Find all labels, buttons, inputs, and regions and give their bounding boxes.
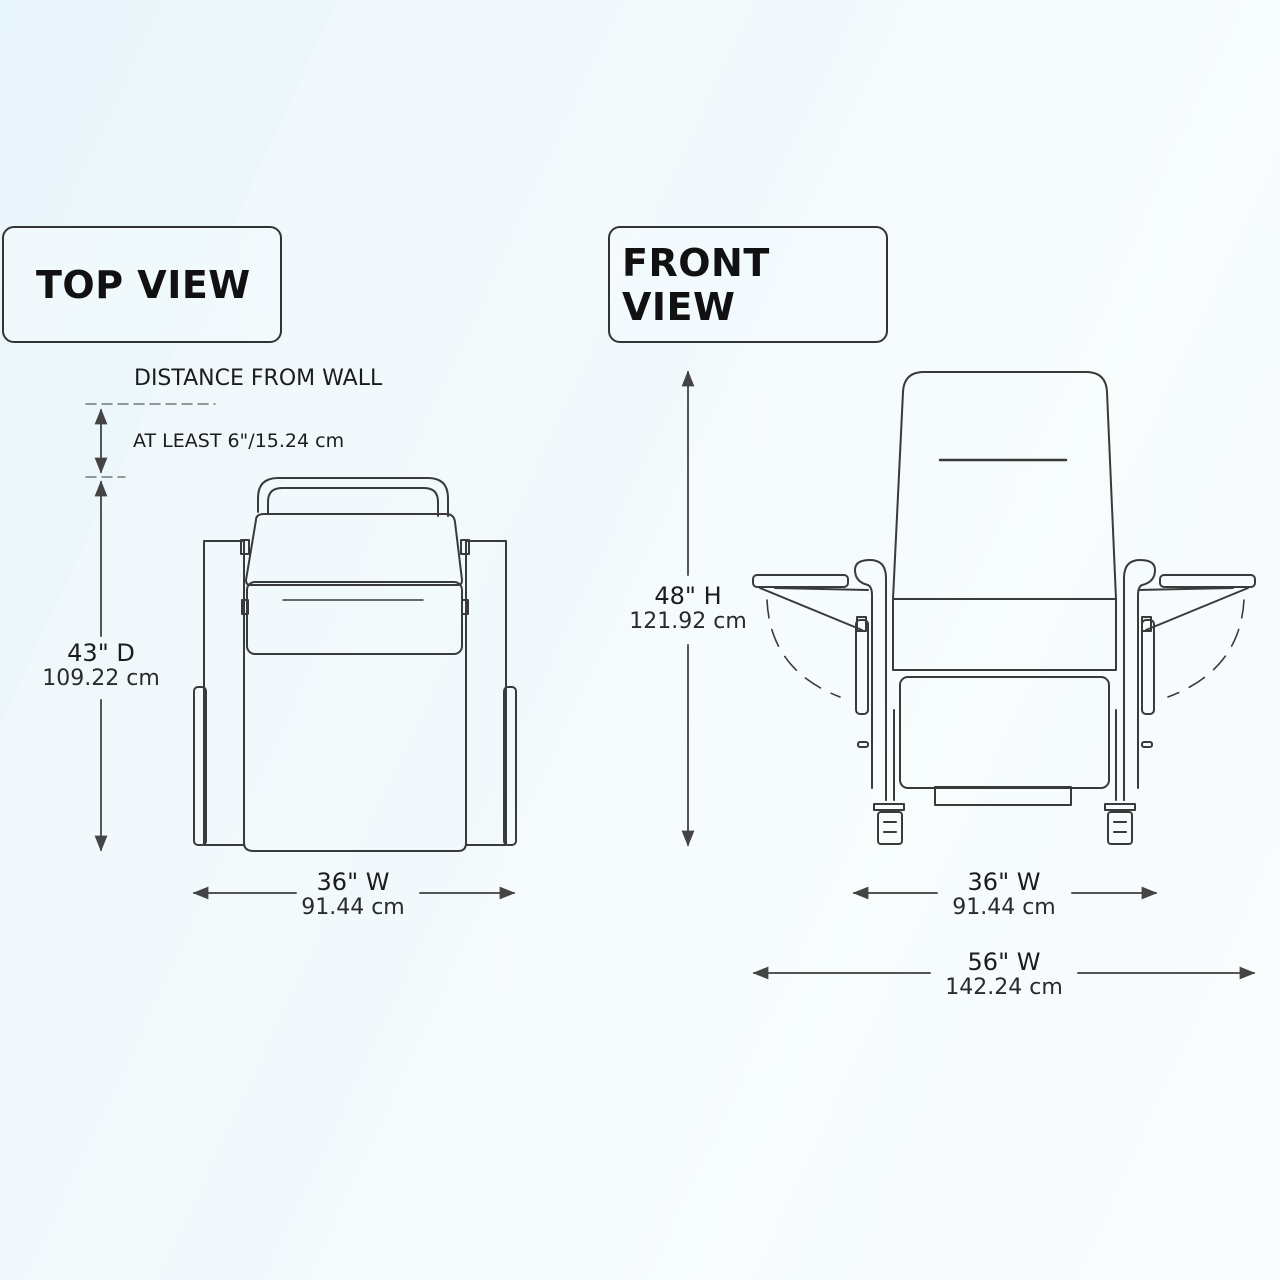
- top-view-chair-outline: [193, 477, 517, 852]
- front-view-chair-outline: [752, 371, 1256, 845]
- front-width-imperial: 36" W: [967, 868, 1041, 896]
- top-width-imperial: 36" W: [316, 868, 390, 896]
- front-view-title: FRONT VIEW: [622, 240, 770, 329]
- top-view-title: TOP VIEW: [36, 262, 251, 307]
- front-height-dimension: 48" H 121.92 cm: [618, 584, 758, 633]
- front-height-metric: 121.92 cm: [629, 609, 747, 634]
- top-view-label: TOP VIEW: [2, 226, 282, 343]
- top-depth-metric: 109.22 cm: [42, 666, 160, 691]
- front-width-dimension: 36" W 91.44 cm: [934, 870, 1074, 919]
- front-width-metric: 91.44 cm: [952, 895, 1056, 920]
- top-width-dimension: 36" W 91.44 cm: [283, 870, 423, 919]
- wall-clearance-indicator: [85, 403, 216, 478]
- front-height-imperial: 48" H: [654, 582, 722, 610]
- top-depth-imperial: 43" D: [67, 639, 135, 667]
- wall-clearance-text: AT LEAST 6"/15.24 cm: [133, 430, 345, 452]
- front-overall-width-dimension: 56" W 142.24 cm: [934, 950, 1074, 999]
- wall-distance-title: DISTANCE FROM WALL: [134, 366, 383, 391]
- front-overall-width-imperial: 56" W: [967, 948, 1041, 976]
- front-overall-width-metric: 142.24 cm: [945, 975, 1063, 1000]
- top-width-metric: 91.44 cm: [301, 895, 405, 920]
- top-depth-dimension: 43" D 109.22 cm: [30, 641, 172, 690]
- front-view-label: FRONT VIEW: [608, 226, 888, 343]
